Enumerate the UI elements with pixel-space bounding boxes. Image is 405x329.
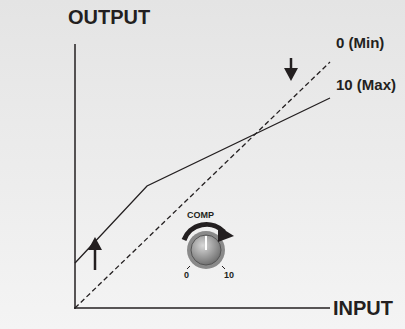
curve-label: 10 (Max): [336, 77, 396, 94]
input-axis: [74, 307, 330, 309]
curve-label: 0 (Min): [336, 35, 384, 52]
knob-pointer: [205, 236, 207, 250]
knob: [191, 235, 221, 265]
knob-label: COMP: [187, 211, 214, 221]
axis-label: INPUT: [333, 297, 393, 319]
scale-number: 0: [184, 271, 189, 281]
down-arrowhead: [284, 68, 298, 81]
output-axis: [74, 44, 76, 309]
scale-number: 10: [224, 271, 234, 281]
axis-label: OUTPUT: [68, 6, 150, 28]
up-arrow: [94, 248, 97, 270]
min-curve: [75, 62, 330, 308]
rotate-arrowhead: [218, 226, 234, 242]
knob-scale: [187, 266, 225, 269]
up-arrowhead: [88, 237, 102, 250]
